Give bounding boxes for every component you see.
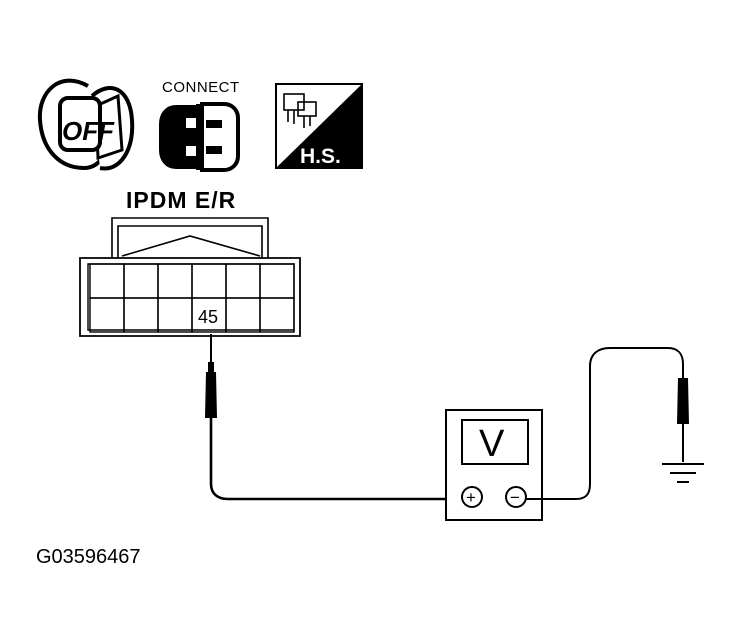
ground-symbol-icon — [662, 463, 704, 483]
terminal-number: 45 — [198, 307, 218, 327]
positive-lead-wire — [209, 418, 460, 501]
ignition-key-off-icon: OFF — [37, 78, 135, 171]
voltmeter: V + − — [445, 409, 543, 521]
connector-title: IPDM E/R — [126, 187, 236, 213]
connector-connect-icon: CONNECT — [159, 79, 240, 172]
plus-terminal — [461, 486, 483, 508]
connect-label: CONNECT — [162, 79, 240, 96]
minus-symbol: − — [510, 488, 520, 507]
negative-probe — [677, 378, 689, 462]
minus-terminal — [505, 486, 527, 508]
connector-cavity — [157, 263, 193, 299]
connector-cavity — [225, 263, 261, 299]
connector-cavity — [191, 263, 227, 299]
negative-lead-wire — [526, 347, 684, 500]
connector-cavity — [157, 297, 193, 333]
connector-cavity — [123, 263, 159, 299]
connector-cavity — [259, 263, 295, 299]
figure-id: G03596467 — [36, 546, 141, 568]
connector-cavity — [259, 297, 295, 333]
connector-cavity — [225, 297, 261, 333]
meter-display: V — [479, 423, 505, 465]
ipdm-connector — [79, 217, 301, 337]
connector-cavity — [89, 263, 125, 299]
connector-cavity — [89, 297, 125, 333]
connector-cavity-grid — [89, 263, 295, 333]
plus-symbol: + — [466, 488, 476, 507]
harness-side-icon: H.S. — [275, 83, 363, 169]
connector-cavity — [123, 297, 159, 333]
ignition-off-label: OFF — [62, 116, 115, 146]
positive-probe — [205, 334, 217, 418]
harness-side-label: H.S. — [300, 145, 341, 168]
